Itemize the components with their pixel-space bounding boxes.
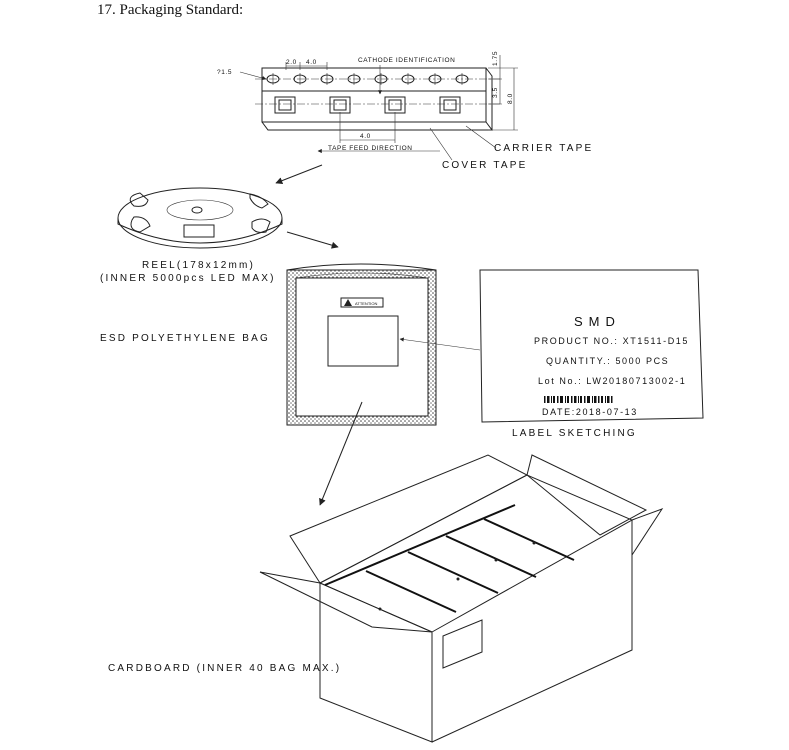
dim-pitch-4: 4.0 bbox=[306, 59, 317, 66]
arrow-reel-to-bag bbox=[286, 231, 339, 249]
reel-drawing: REEL(178x12mm) (INNER 5000pcs LED MAX) bbox=[100, 187, 283, 284]
dim-pitch-bottom: 4.0 bbox=[360, 133, 371, 140]
arrow-label-to-bag bbox=[399, 337, 481, 351]
arrow-tape-to-reel bbox=[275, 164, 323, 184]
barcode bbox=[544, 396, 613, 403]
label-lot-no: Lot No.: LW20180713002-1 bbox=[538, 376, 686, 386]
label-quantity: QUANTITY.: 5000 PCS bbox=[546, 356, 669, 366]
component-pockets bbox=[274, 96, 461, 114]
carrier-tape-drawing: 2.0 4.0 CATHODE IDENTIFICATION ?1.5 1.75… bbox=[217, 51, 593, 171]
dim-pitch-2: 2.0 bbox=[286, 59, 297, 66]
cathode-identification-label: CATHODE IDENTIFICATION bbox=[358, 57, 455, 64]
cardboard-label: CARDBOARD (INNER 40 BAG MAX.) bbox=[108, 663, 341, 674]
bag-warning-text: ATTENTION bbox=[355, 301, 377, 306]
page-title: 17. Packaging Standard: bbox=[97, 2, 243, 18]
hole-diameter-label: ?1.5 bbox=[217, 69, 232, 76]
esd-bag-label: ESD POLYETHYLENE BAG bbox=[100, 333, 270, 344]
esd-bag-drawing: ATTENTION ESD POLYETHYLENE BAG bbox=[100, 263, 437, 426]
label-card: SMD PRODUCT NO.: XT1511-D15 QUANTITY.: 5… bbox=[479, 269, 704, 439]
tape-feed-direction-label: TAPE FEED DIRECTION bbox=[328, 145, 413, 152]
cover-tape-label: COVER TAPE bbox=[442, 160, 528, 171]
reel-capacity-label: (INNER 5000pcs LED MAX) bbox=[100, 273, 276, 284]
dim-1-75: 1.75 bbox=[492, 51, 499, 66]
dim-3-5: 3.5 bbox=[492, 87, 499, 98]
label-sketching-caption: LABEL SKETCHING bbox=[512, 428, 637, 439]
sprocket-holes bbox=[266, 73, 469, 85]
label-heading: SMD bbox=[574, 314, 621, 329]
carrier-tape-label: CARRIER TAPE bbox=[494, 143, 593, 154]
dim-8-0: 8.0 bbox=[507, 93, 514, 104]
label-date: DATE:2018-07-13 bbox=[542, 407, 638, 417]
label-product-no: PRODUCT NO.: XT1511-D15 bbox=[534, 336, 689, 346]
cardboard-box-drawing: CARDBOARD (INNER 40 BAG MAX.) bbox=[108, 454, 664, 743]
arrow-bag-to-box bbox=[319, 401, 363, 506]
reel-label: REEL(178x12mm) bbox=[142, 260, 255, 271]
